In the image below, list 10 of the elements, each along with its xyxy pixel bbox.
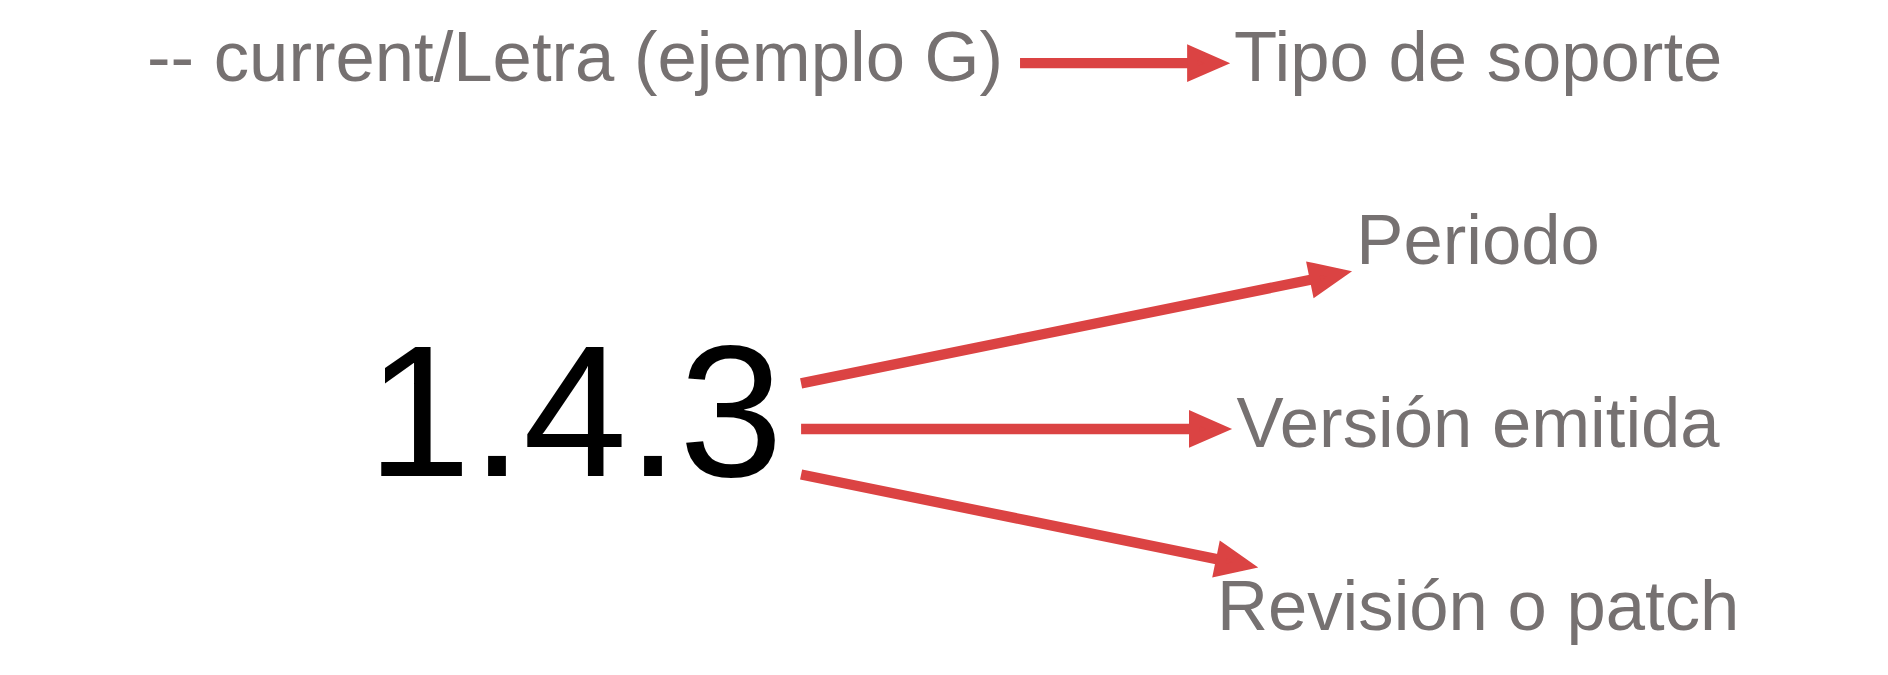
node-text: 1.4.3 [367,306,784,516]
arrow [801,410,1233,448]
arrow [800,469,1259,578]
node-text: Revisión o patch [1216,565,1740,645]
node-text: Tipo de soporte [1233,17,1723,97]
arrow [1020,44,1231,82]
node-text: Periodo [1356,200,1600,280]
node-text: -- current/Letra (ejemplo G) [147,17,1004,97]
arrow [800,261,1353,389]
node-text: Versión emitida [1236,383,1720,463]
